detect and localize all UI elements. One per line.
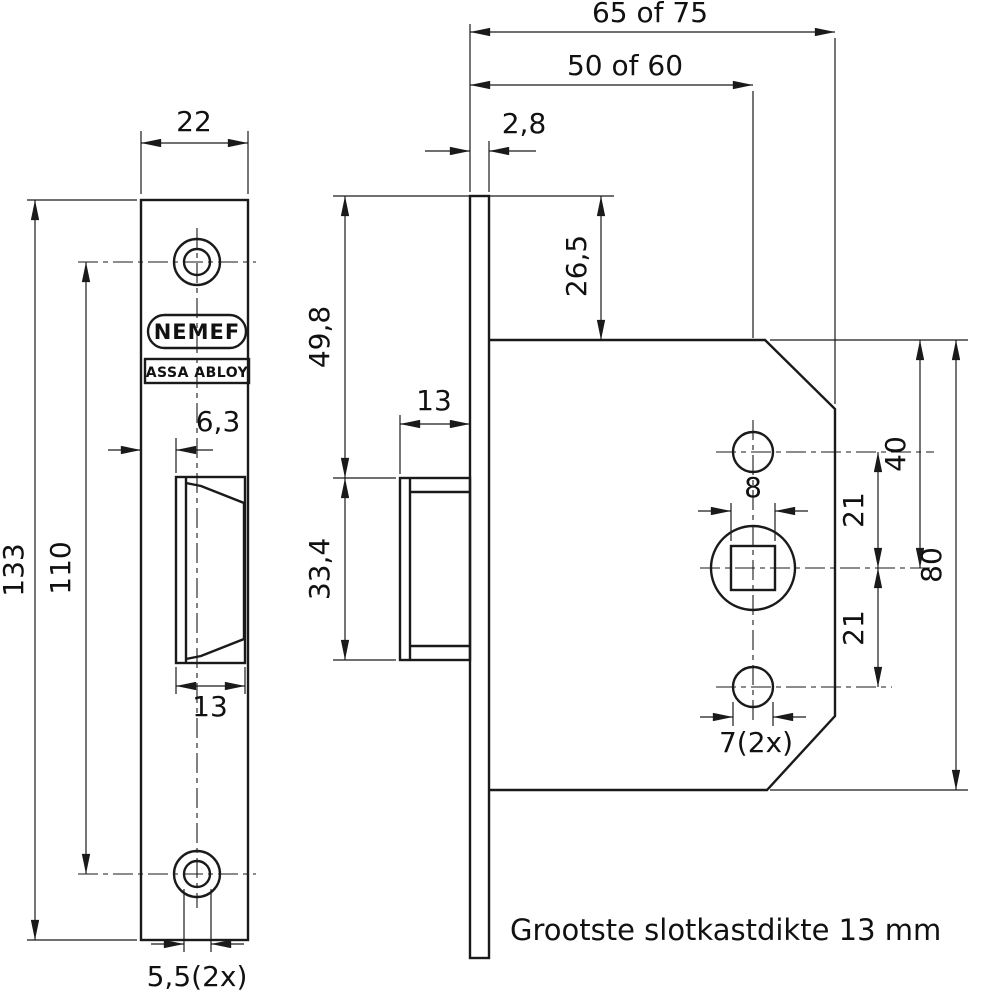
dim-case-top-to-spindle-label: 40 <box>879 436 912 472</box>
dim-top-to-bolt-label: 49,8 <box>303 306 336 368</box>
dim-screw-hole-label: 5,5(2x) <box>147 960 248 993</box>
dim-bolt-depth-label: 13 <box>416 384 452 417</box>
dim-backset-outer-label: 65 of 75 <box>592 0 708 29</box>
dim-bolt-height-label: 33,4 <box>303 538 336 600</box>
dim-case-height-label: 80 <box>915 547 948 583</box>
dim-plate-thickness-label: 2,8 <box>502 107 547 140</box>
dim-follower-holes-label: 7(2x) <box>719 726 793 759</box>
lock-case <box>489 338 837 792</box>
dim-edge-to-latch-label: 6,3 <box>196 405 241 438</box>
faceplate-side <box>468 194 491 960</box>
dim-front-height-label: 133 <box>0 543 30 596</box>
side-view <box>398 194 934 960</box>
faceplate-front <box>139 198 250 942</box>
dim-spindle-to-upper-label: 21 <box>837 492 870 528</box>
dim-top-to-case-label: 26,5 <box>560 235 593 297</box>
side-dimensions: 65 of 75 50 of 60 2,8 26,5 49,8 33,4 13 … <box>303 0 968 791</box>
dim-backset-center-label: 50 of 60 <box>567 49 683 82</box>
front-dimensions: 22 133 110 6,3 13 5,5(2x) <box>0 105 249 993</box>
dim-spindle-square-label: 8 <box>744 471 762 504</box>
dim-latch-width-label: 13 <box>192 690 228 723</box>
latch-bolt-side <box>398 476 472 662</box>
front-view: NEMEF ASSA ABLOY <box>78 198 256 942</box>
latch-bolt-front <box>184 477 246 663</box>
dim-front-width-label: 22 <box>176 105 212 138</box>
dim-spindle-to-lower-label: 21 <box>837 610 870 646</box>
note-text: Grootste slotkastdikte 13 mm <box>510 913 941 947</box>
dim-screw-spacing-label: 110 <box>44 541 77 594</box>
